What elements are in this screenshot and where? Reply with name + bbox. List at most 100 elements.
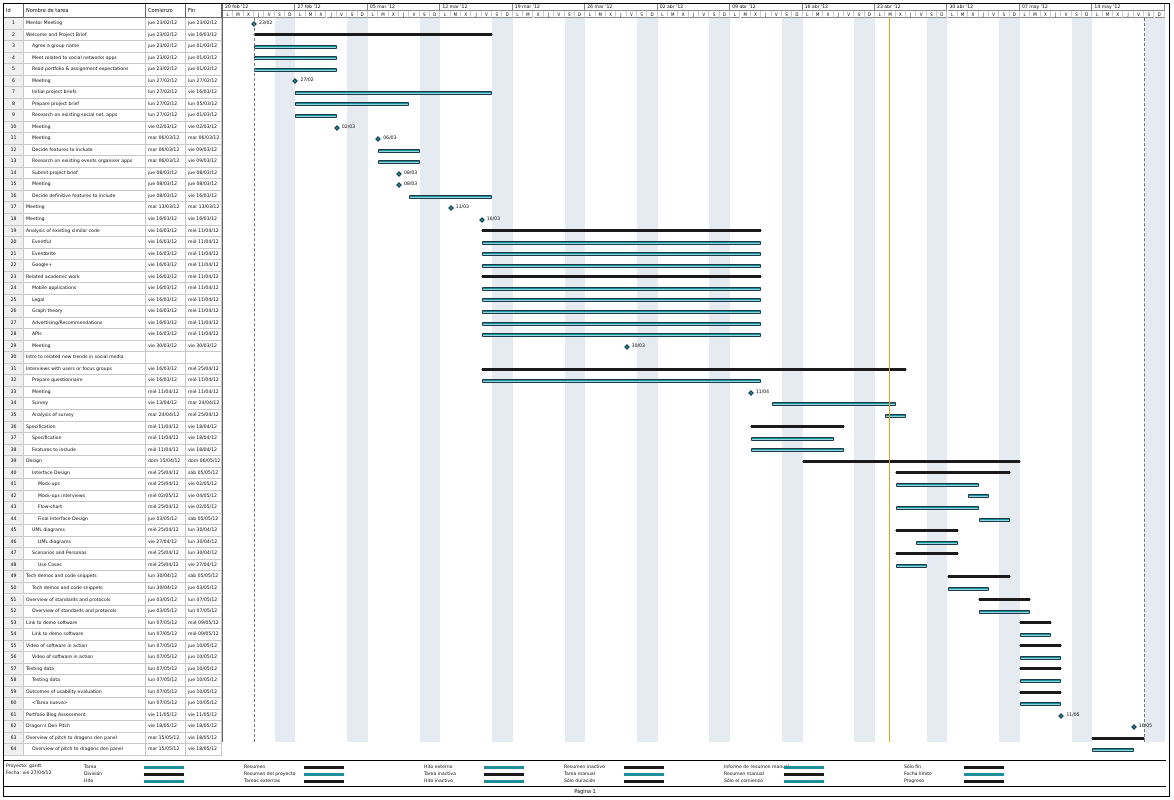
task-name[interactable]: Research on existing social net. apps bbox=[24, 110, 146, 121]
task-name[interactable]: Submit project brief bbox=[24, 167, 146, 179]
task-name[interactable]: Testing data bbox=[24, 675, 146, 686]
summary-bar[interactable] bbox=[480, 367, 908, 371]
task-name[interactable]: Specification bbox=[24, 433, 146, 444]
task-name[interactable]: Analysis of survey bbox=[24, 410, 146, 421]
summary-bar[interactable] bbox=[1018, 690, 1063, 694]
summary-bar[interactable] bbox=[977, 598, 1032, 602]
task-name[interactable]: Video of software in action bbox=[24, 640, 146, 652]
task-bar[interactable] bbox=[1019, 678, 1062, 683]
task-bar[interactable] bbox=[916, 540, 958, 545]
task-name[interactable]: Mock-ups bbox=[24, 479, 146, 490]
task-name[interactable]: Design bbox=[24, 456, 146, 467]
task-name[interactable]: Meeting bbox=[24, 214, 146, 225]
task-name[interactable]: Portfolio Blog Assessment bbox=[24, 709, 146, 721]
milestone-diamond[interactable] bbox=[396, 182, 402, 189]
task-name[interactable]: Meeting bbox=[24, 75, 146, 87]
task-bar[interactable] bbox=[1019, 702, 1062, 707]
task-name[interactable]: Meet related to social networks apps bbox=[24, 52, 146, 64]
milestone-diamond[interactable] bbox=[478, 216, 485, 223]
task-bar[interactable] bbox=[481, 298, 762, 303]
task-name[interactable]: Meeting bbox=[24, 202, 146, 213]
task-bar[interactable] bbox=[481, 286, 762, 291]
task-bar[interactable] bbox=[481, 321, 762, 326]
summary-bar[interactable] bbox=[946, 575, 1011, 579]
task-bar[interactable] bbox=[1019, 655, 1062, 660]
task-name[interactable]: Meeting bbox=[24, 121, 146, 133]
task-bar[interactable] bbox=[378, 148, 420, 153]
task-name[interactable]: Video of software in action bbox=[24, 652, 146, 663]
task-name[interactable]: Interface Design bbox=[24, 467, 146, 479]
task-bar[interactable] bbox=[481, 333, 762, 338]
task-bar[interactable] bbox=[978, 517, 1010, 522]
task-name[interactable]: Meeting bbox=[24, 133, 146, 144]
summary-bar[interactable] bbox=[894, 552, 959, 556]
task-name[interactable]: Use Cases bbox=[24, 559, 146, 571]
column-header-start[interactable]: Comienzo bbox=[146, 4, 186, 18]
summary-bar[interactable] bbox=[1018, 621, 1053, 625]
task-name[interactable]: Dragon's Den Pitch bbox=[24, 721, 146, 732]
task-bar[interactable] bbox=[750, 448, 844, 453]
task-bar[interactable] bbox=[750, 436, 834, 441]
task-name[interactable]: Meeting bbox=[24, 386, 146, 398]
milestone-diamond[interactable] bbox=[447, 205, 454, 212]
task-bar[interactable] bbox=[481, 310, 762, 314]
task-name[interactable]: Survey bbox=[24, 398, 146, 409]
task-name[interactable]: Specification bbox=[24, 421, 146, 433]
task-bar[interactable] bbox=[481, 252, 762, 257]
task-bar[interactable] bbox=[1019, 632, 1051, 637]
task-name[interactable]: Welcome and Project Brief bbox=[24, 29, 146, 41]
column-header-name[interactable]: Nombre de tarea bbox=[24, 4, 146, 18]
task-bar[interactable] bbox=[885, 413, 907, 418]
task-bar[interactable] bbox=[895, 563, 927, 568]
milestone-diamond[interactable] bbox=[1058, 712, 1065, 719]
task-name[interactable]: Overview of standards and protocols bbox=[24, 594, 146, 606]
milestone-diamond[interactable] bbox=[396, 170, 402, 177]
task-bar[interactable] bbox=[295, 90, 493, 95]
milestone-diamond[interactable] bbox=[623, 343, 630, 350]
summary-bar[interactable] bbox=[894, 471, 1011, 475]
summary-bar[interactable] bbox=[1018, 667, 1063, 671]
task-name[interactable]: Overview of pitch to dragons den panel bbox=[24, 744, 146, 755]
milestone-diamond[interactable] bbox=[748, 389, 754, 396]
task-name[interactable]: Features to include bbox=[24, 444, 146, 456]
task-name[interactable]: APIs bbox=[24, 329, 146, 340]
task-name[interactable]: Overview of pitch to dragons den panel bbox=[24, 732, 146, 744]
task-name[interactable]: UML diagrams bbox=[24, 536, 146, 548]
task-name[interactable]: Related academic work bbox=[24, 271, 146, 283]
milestone-diamond[interactable] bbox=[334, 124, 340, 131]
summary-bar[interactable] bbox=[1091, 736, 1145, 740]
task-name[interactable]: Intro to related new trends in social me… bbox=[24, 352, 146, 363]
